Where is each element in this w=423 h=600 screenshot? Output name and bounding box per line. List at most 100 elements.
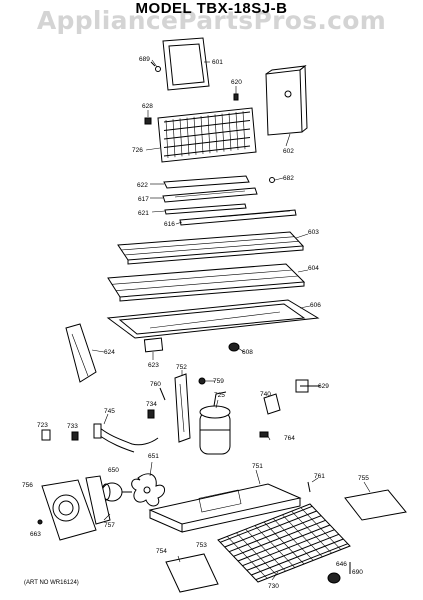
callout-725: 725 xyxy=(214,392,225,399)
callout-601: 601 xyxy=(212,59,223,66)
callout-726: 726 xyxy=(132,147,143,154)
callout-608: 608 xyxy=(242,349,253,356)
callout-labels: 689 601 620 628 726 602 622 682 617 621 … xyxy=(22,56,369,590)
part-730-condenser[interactable] xyxy=(217,503,351,583)
callout-751: 751 xyxy=(252,463,263,470)
part-650-fan-motor[interactable] xyxy=(101,482,132,502)
callout-689: 689 xyxy=(139,56,150,63)
condenser-wire xyxy=(245,528,286,572)
part-756-fan-shroud[interactable] xyxy=(41,479,97,541)
part-723-plug[interactable] xyxy=(41,429,51,441)
shelf-rib xyxy=(124,241,299,256)
condenser-wire xyxy=(226,536,268,579)
part-757-bracket[interactable] xyxy=(85,475,111,525)
part-745-wire-harness[interactable] xyxy=(93,423,159,453)
callout-745: 745 xyxy=(104,408,115,415)
callout-723: 723 xyxy=(37,422,48,429)
evaporator-fin xyxy=(242,111,246,150)
condenser-wire xyxy=(254,525,296,568)
callout-624: 624 xyxy=(104,349,115,356)
part-764-terminal[interactable] xyxy=(259,431,269,438)
part-761-screw[interactable] xyxy=(307,481,311,493)
part-606-crisper-pan[interactable] xyxy=(106,299,320,339)
part-754-panel[interactable] xyxy=(165,553,219,593)
shelf-rib xyxy=(115,275,299,291)
callout-621: 621 xyxy=(138,210,149,217)
part-651-fan-blade[interactable] xyxy=(131,473,165,507)
part-628-clip[interactable] xyxy=(144,117,152,125)
part-646-grommet[interactable] xyxy=(327,572,341,584)
callout-628: 628 xyxy=(142,103,153,110)
part-755-panel[interactable] xyxy=(344,489,407,521)
part-759-fitting[interactable] xyxy=(198,377,206,385)
callout-646: 646 xyxy=(336,561,347,568)
evaporator-fin xyxy=(193,116,197,155)
callout-752: 752 xyxy=(176,364,187,371)
callout-650: 650 xyxy=(108,467,119,474)
part-617-bracket[interactable] xyxy=(162,187,258,203)
evaporator-fin xyxy=(186,117,190,156)
evaporator-fin xyxy=(235,111,239,151)
evaporator-coil-tube xyxy=(163,145,251,157)
part-682-screw[interactable] xyxy=(269,177,275,183)
art-number: (ART NO WR16124) xyxy=(24,580,79,586)
callout-760: 760 xyxy=(150,381,161,388)
callout-606: 606 xyxy=(310,302,321,309)
evaporator-coil-tube xyxy=(163,137,251,148)
part-689-screw[interactable] xyxy=(150,61,161,72)
part-752-bracket[interactable] xyxy=(174,373,191,443)
condenser-wire xyxy=(282,514,323,558)
evaporator-fin xyxy=(165,119,169,159)
evaporator-fin xyxy=(200,115,204,155)
part-621-support[interactable] xyxy=(164,203,247,215)
callout-690: 690 xyxy=(352,569,363,576)
callout-753: 753 xyxy=(196,542,207,549)
part-751-base-pan[interactable] xyxy=(148,483,302,533)
part-726-evaporator[interactable] xyxy=(157,107,257,163)
callout-602: 602 xyxy=(283,148,294,155)
part-603-shelf[interactable] xyxy=(117,231,305,265)
callout-740: 740 xyxy=(260,391,271,398)
callout-616: 616 xyxy=(164,221,175,228)
part-616-rail[interactable] xyxy=(179,209,297,226)
condenser-wire xyxy=(291,510,332,554)
evaporator-fin xyxy=(221,113,225,152)
callout-754: 754 xyxy=(156,548,167,555)
callout-734: 734 xyxy=(146,401,157,408)
callout-755: 755 xyxy=(358,475,369,482)
part-760-screw[interactable] xyxy=(159,387,166,401)
part-623-label[interactable] xyxy=(143,337,164,353)
callout-730: 730 xyxy=(268,583,279,590)
callout-757: 757 xyxy=(104,522,115,529)
callout-651: 651 xyxy=(148,453,159,460)
callout-682: 682 xyxy=(283,175,294,182)
evaporator-fin xyxy=(214,114,218,153)
evaporator-fin xyxy=(179,118,183,157)
part-733-connector[interactable] xyxy=(71,431,79,441)
part-734-capacitor[interactable] xyxy=(147,409,155,419)
part-601-evaporator-cover[interactable] xyxy=(162,37,210,91)
part-740-overload[interactable] xyxy=(263,393,281,415)
evaporator-fin xyxy=(207,115,211,154)
evaporator-fin xyxy=(228,112,232,151)
part-608-knob[interactable] xyxy=(228,342,240,352)
part-622-drain-trough[interactable] xyxy=(163,175,250,189)
part-725-compressor[interactable] xyxy=(199,391,231,455)
watermark-text: AppliancePartsPros.com xyxy=(36,6,387,35)
callout-623: 623 xyxy=(148,362,159,369)
shelf-rib xyxy=(111,269,293,285)
part-604-shelf[interactable] xyxy=(107,263,306,302)
callout-603: 603 xyxy=(308,229,319,236)
evaporator-coil-tube xyxy=(163,120,251,131)
evaporator-coil-tube xyxy=(163,128,251,140)
part-602-control-housing[interactable] xyxy=(265,64,308,136)
callout-761: 761 xyxy=(314,473,325,480)
callout-764: 764 xyxy=(284,435,295,442)
part-624-divider[interactable] xyxy=(65,323,97,383)
part-663-screw[interactable] xyxy=(37,519,43,525)
callout-622: 622 xyxy=(137,182,148,189)
callout-620: 620 xyxy=(231,79,242,86)
part-620-fastener[interactable] xyxy=(233,93,239,101)
evaporator-fin xyxy=(172,119,176,158)
